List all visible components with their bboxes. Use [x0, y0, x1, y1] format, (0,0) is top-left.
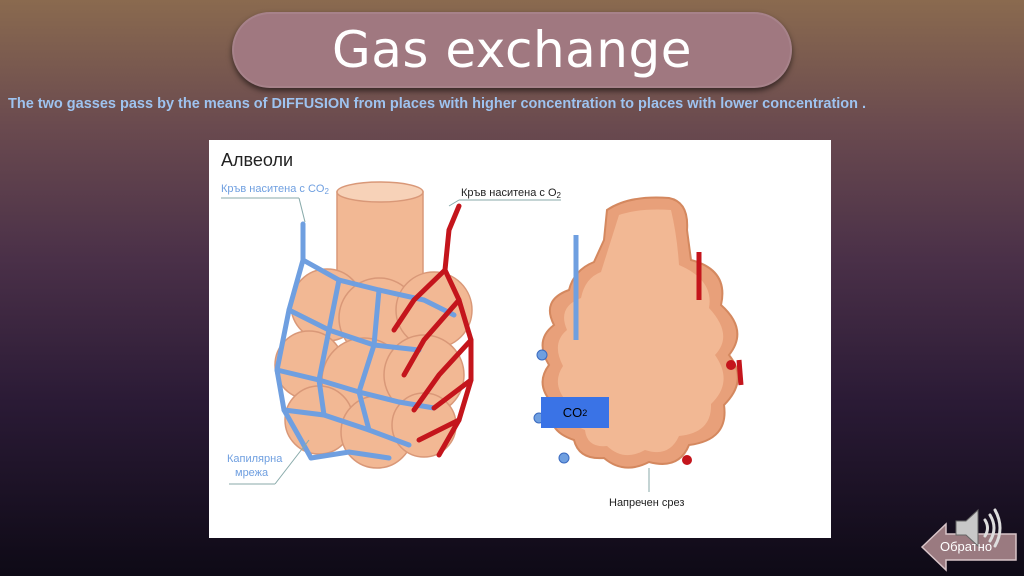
label-cross-section: Напречен срез	[609, 497, 684, 509]
title-banner: Gas exchange	[232, 12, 792, 88]
label-co2-blood: Кръв наситена с CO	[221, 183, 325, 195]
slide-title: Gas exchange	[332, 21, 692, 79]
capillary-arteries	[391, 203, 474, 458]
co2-sub: 2	[582, 407, 588, 418]
label-capillary-2: мрежа	[235, 467, 269, 479]
slide-subtitle: The two gasses pass by the means of DIFF…	[8, 96, 867, 112]
speaker-icon[interactable]	[952, 505, 1004, 551]
back-button-label: Обратно	[940, 539, 993, 554]
svg-text:Кръв наситена с CO2: Кръв наситена с CO2	[221, 183, 329, 196]
alveoli-cluster	[274, 181, 473, 469]
artery-cross-2	[736, 359, 744, 386]
label-o2-sub: 2	[557, 191, 562, 200]
label-o2-blood: Кръв наситена с O	[461, 187, 557, 199]
label-co2-sub: 2	[324, 187, 329, 196]
diagram-heading: Алвеоли	[221, 150, 293, 170]
co2-text: CO	[562, 405, 583, 420]
svg-text:Кръв наситена с O2: Кръв наситена с O2	[461, 187, 562, 200]
label-capillary-1: Капилярна	[227, 453, 283, 465]
alveoli-diagram: Алвеоли Кръв наситена с CO2 Кръв наситен…	[209, 140, 831, 538]
capillary-veins	[274, 221, 457, 461]
